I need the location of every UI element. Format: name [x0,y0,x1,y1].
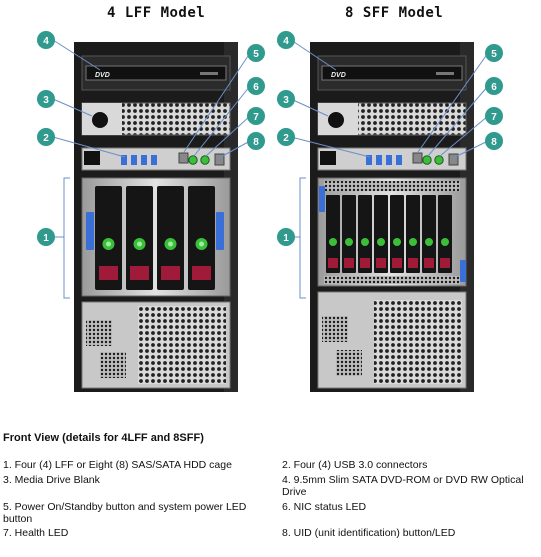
power-button[interactable] [412,152,423,164]
callout-badge: 4 [37,31,55,49]
vent-grille [138,306,226,384]
legend-item-5: 5. Power On/Standby button and system po… [3,501,247,525]
sff-drive[interactable] [374,195,388,273]
usb-port[interactable] [151,155,157,165]
usb-port[interactable] [121,155,127,165]
media-blank-release[interactable] [328,112,344,128]
svg-text:8: 8 [491,137,497,148]
callout-badge: 1 [277,228,295,246]
legend-item-3: 3. Media Drive Blank [3,474,100,486]
health-led [200,155,210,165]
sff-drive[interactable] [358,195,372,273]
svg-text:4: 4 [43,36,49,47]
svg-text:8: 8 [253,137,259,148]
callout-badges-right: 1 2 3 4 5 6 7 8 [277,31,503,246]
callout-badge: 5 [485,44,503,62]
legend-item-7: 7. Health LED [3,527,69,539]
svg-text:6: 6 [253,82,259,93]
optical-drive[interactable] [85,65,227,81]
callout-badge: 3 [277,90,295,108]
sff-drive[interactable] [342,195,356,273]
vent-grille [374,300,462,384]
usb-port[interactable] [396,155,402,165]
lff-drive[interactable] [188,186,215,290]
uid-button[interactable] [214,153,225,166]
legend-item-6: 6. NIC status LED [282,501,367,513]
nic-status-led [422,155,432,165]
callout-badge: 8 [485,132,503,150]
svg-text:2: 2 [283,133,289,144]
sff-drive-bays [326,195,452,273]
right-model-title: 8 SFF Model [345,5,444,21]
callout-badge: 7 [485,107,503,125]
lff-server-front: DVD [63,42,238,392]
sff-drive[interactable] [326,195,340,273]
uid-button[interactable] [448,153,459,166]
callout-badge: 1 [37,228,55,246]
power-button[interactable] [178,152,189,164]
sff-drive[interactable] [406,195,420,273]
health-led [434,155,444,165]
callout-badges-left: 1 2 3 4 5 6 7 8 [37,31,265,246]
svg-text:7: 7 [491,112,497,123]
front-view-caption-title: Front View (details for 4LFF and 8SFF) [3,432,204,444]
sff-drive[interactable] [422,195,436,273]
callout-badge: 6 [247,77,265,95]
lff-drive[interactable] [157,186,184,290]
dvd-logo: DVD [95,72,110,79]
svg-text:7: 7 [253,112,259,123]
sff-drive[interactable] [390,195,404,273]
callout-badge: 4 [277,31,295,49]
svg-text:5: 5 [491,49,497,60]
usb-port[interactable] [366,155,372,165]
dvd-logo: DVD [331,72,346,79]
svg-text:3: 3 [43,95,49,106]
svg-text:3: 3 [283,95,289,106]
callout-badge: 6 [485,77,503,95]
lff-drive[interactable] [126,186,153,290]
legend-item-4: 4. 9.5mm Slim SATA DVD-ROM or DVD RW Opt… [282,474,524,498]
callout-lines [52,39,489,238]
callout-badge: 8 [247,132,265,150]
usb-port[interactable] [141,155,147,165]
callout-badge: 3 [37,90,55,108]
usb-port[interactable] [386,155,392,165]
svg-text:1: 1 [283,233,289,244]
callout-badge: 7 [247,107,265,125]
media-blank-release[interactable] [92,112,108,128]
lff-drive[interactable] [95,186,122,290]
callout-badge: 5 [247,44,265,62]
callout-badge: 2 [277,128,295,146]
svg-text:2: 2 [43,133,49,144]
lff-drive-bays [95,186,215,290]
svg-text:6: 6 [491,82,497,93]
svg-text:4: 4 [283,36,289,47]
usb-port[interactable] [376,155,382,165]
svg-text:5: 5 [253,49,259,60]
legend-item-2: 2. Four (4) USB 3.0 connectors [282,459,428,471]
optical-drive[interactable] [321,65,463,81]
sff-drive[interactable] [438,195,452,273]
usb-connectors [121,155,157,165]
server-front-diagram: DVD [37,31,503,392]
usb-connectors [366,155,402,165]
sff-server-front: DVD [299,42,474,392]
nic-status-led [188,155,198,165]
left-model-title: 4 LFF Model [107,5,206,21]
legend-item-1: 1. Four (4) LFF or Eight (8) SAS/SATA HD… [3,459,232,471]
usb-port[interactable] [131,155,137,165]
callout-badge: 2 [37,128,55,146]
legend-item-8: 8. UID (unit identification) button/LED [282,527,456,539]
svg-text:1: 1 [43,233,49,244]
